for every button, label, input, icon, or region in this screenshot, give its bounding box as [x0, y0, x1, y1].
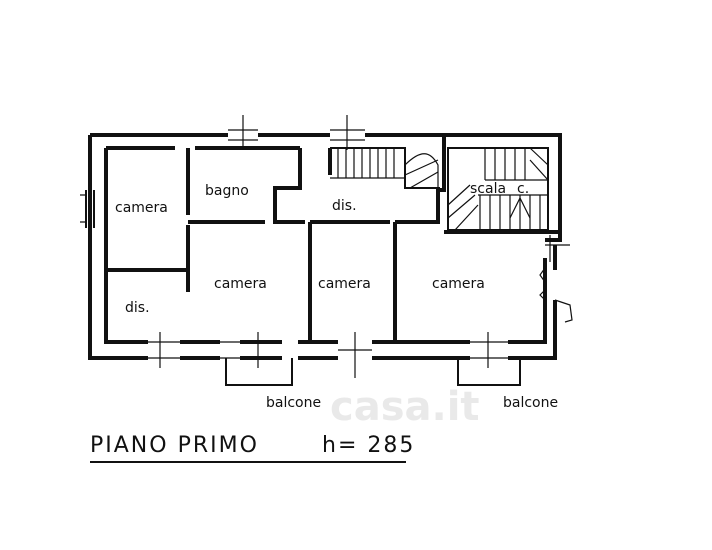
room-label-camera-nw: camera [115, 200, 168, 216]
room-label-dis-left: dis. [125, 300, 150, 316]
room-label-scala: scala [470, 181, 506, 197]
room-label-dis-top: dis. [332, 198, 357, 214]
balcony-left [225, 358, 293, 386]
room-label-camera-center: camera [318, 276, 371, 292]
room-label-bagno: bagno [205, 183, 249, 199]
outer-walls [80, 133, 562, 360]
windows-bottom [148, 235, 573, 378]
watermark-text: casa.it [330, 384, 480, 430]
floor-title: PIANO PRIMO [90, 433, 259, 458]
windows-top [228, 115, 365, 150]
room-label-camera-right: camera [432, 276, 485, 292]
stair-left [330, 147, 440, 189]
ceiling-height: h= 285 [322, 433, 415, 458]
room-label-scala-suffix: c. [517, 181, 529, 197]
balcony-label-left: balcone [266, 395, 321, 411]
interior-walls [104, 135, 562, 344]
balcony-right [457, 358, 521, 386]
stair-right [447, 147, 549, 231]
room-label-camera-center-left: camera [214, 276, 267, 292]
balcony-label-right: balcone [503, 395, 558, 411]
